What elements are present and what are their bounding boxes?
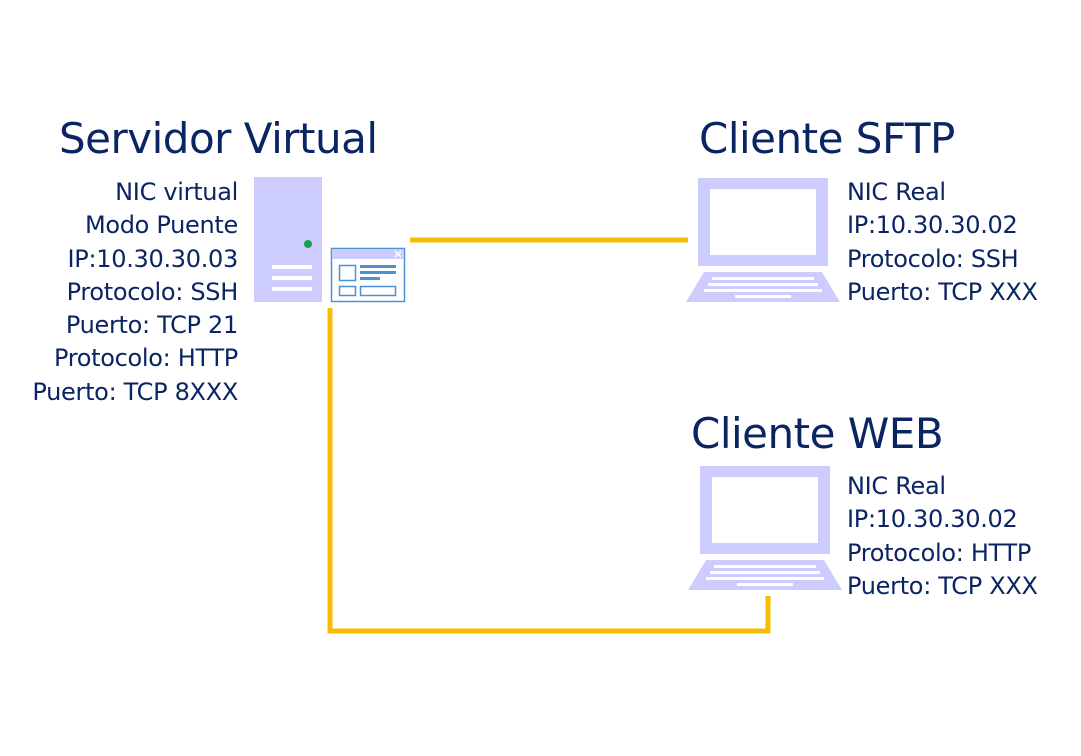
server-info-line: NIC virtual <box>115 178 238 206</box>
connection-server-web <box>327 308 771 634</box>
sftp-client-title: Cliente SFTP <box>699 114 955 163</box>
server-info-line: Modo Puente <box>84 211 238 240</box>
web-client-title: Cliente WEB <box>691 409 944 458</box>
server-info-line: Puerto: TCP 21 <box>65 311 238 340</box>
server-info: NIC virtual Modo Puente IP:10.30.30.03 P… <box>32 176 238 409</box>
sftp-laptop-icon <box>686 178 840 302</box>
web-client-info: NIC Real IP:10.30.30.02 Protocolo: HTTP … <box>847 470 1038 603</box>
sftp-info-line: IP:10.30.30.02 <box>847 211 1018 240</box>
web-info-line: Puerto: TCP XXX <box>847 571 1038 600</box>
server-info-line: Protocolo: SSH <box>66 277 239 306</box>
server-info-line: Puerto: TCP 8XXX <box>32 377 238 406</box>
web-info-line: IP:10.30.30.02 <box>847 505 1018 534</box>
web-info-line: NIC Real <box>847 472 946 500</box>
web-info-line: Protocolo: HTTP <box>847 538 1032 567</box>
sftp-info-line: Puerto: TCP XXX <box>847 277 1038 306</box>
sftp-info-line: Protocolo: SSH <box>847 244 1019 273</box>
sftp-info-line: NIC Real <box>847 178 946 206</box>
app-window-icon <box>330 247 406 303</box>
server-info-line: Protocolo: HTTP <box>53 344 238 373</box>
web-laptop-icon <box>688 466 842 590</box>
server-title: Servidor Virtual <box>59 114 378 163</box>
server-info-line: IP:10.30.30.03 <box>67 244 239 273</box>
sftp-client-info: NIC Real IP:10.30.30.02 Protocolo: SSH P… <box>847 176 1038 309</box>
server-tower-icon <box>254 177 322 302</box>
